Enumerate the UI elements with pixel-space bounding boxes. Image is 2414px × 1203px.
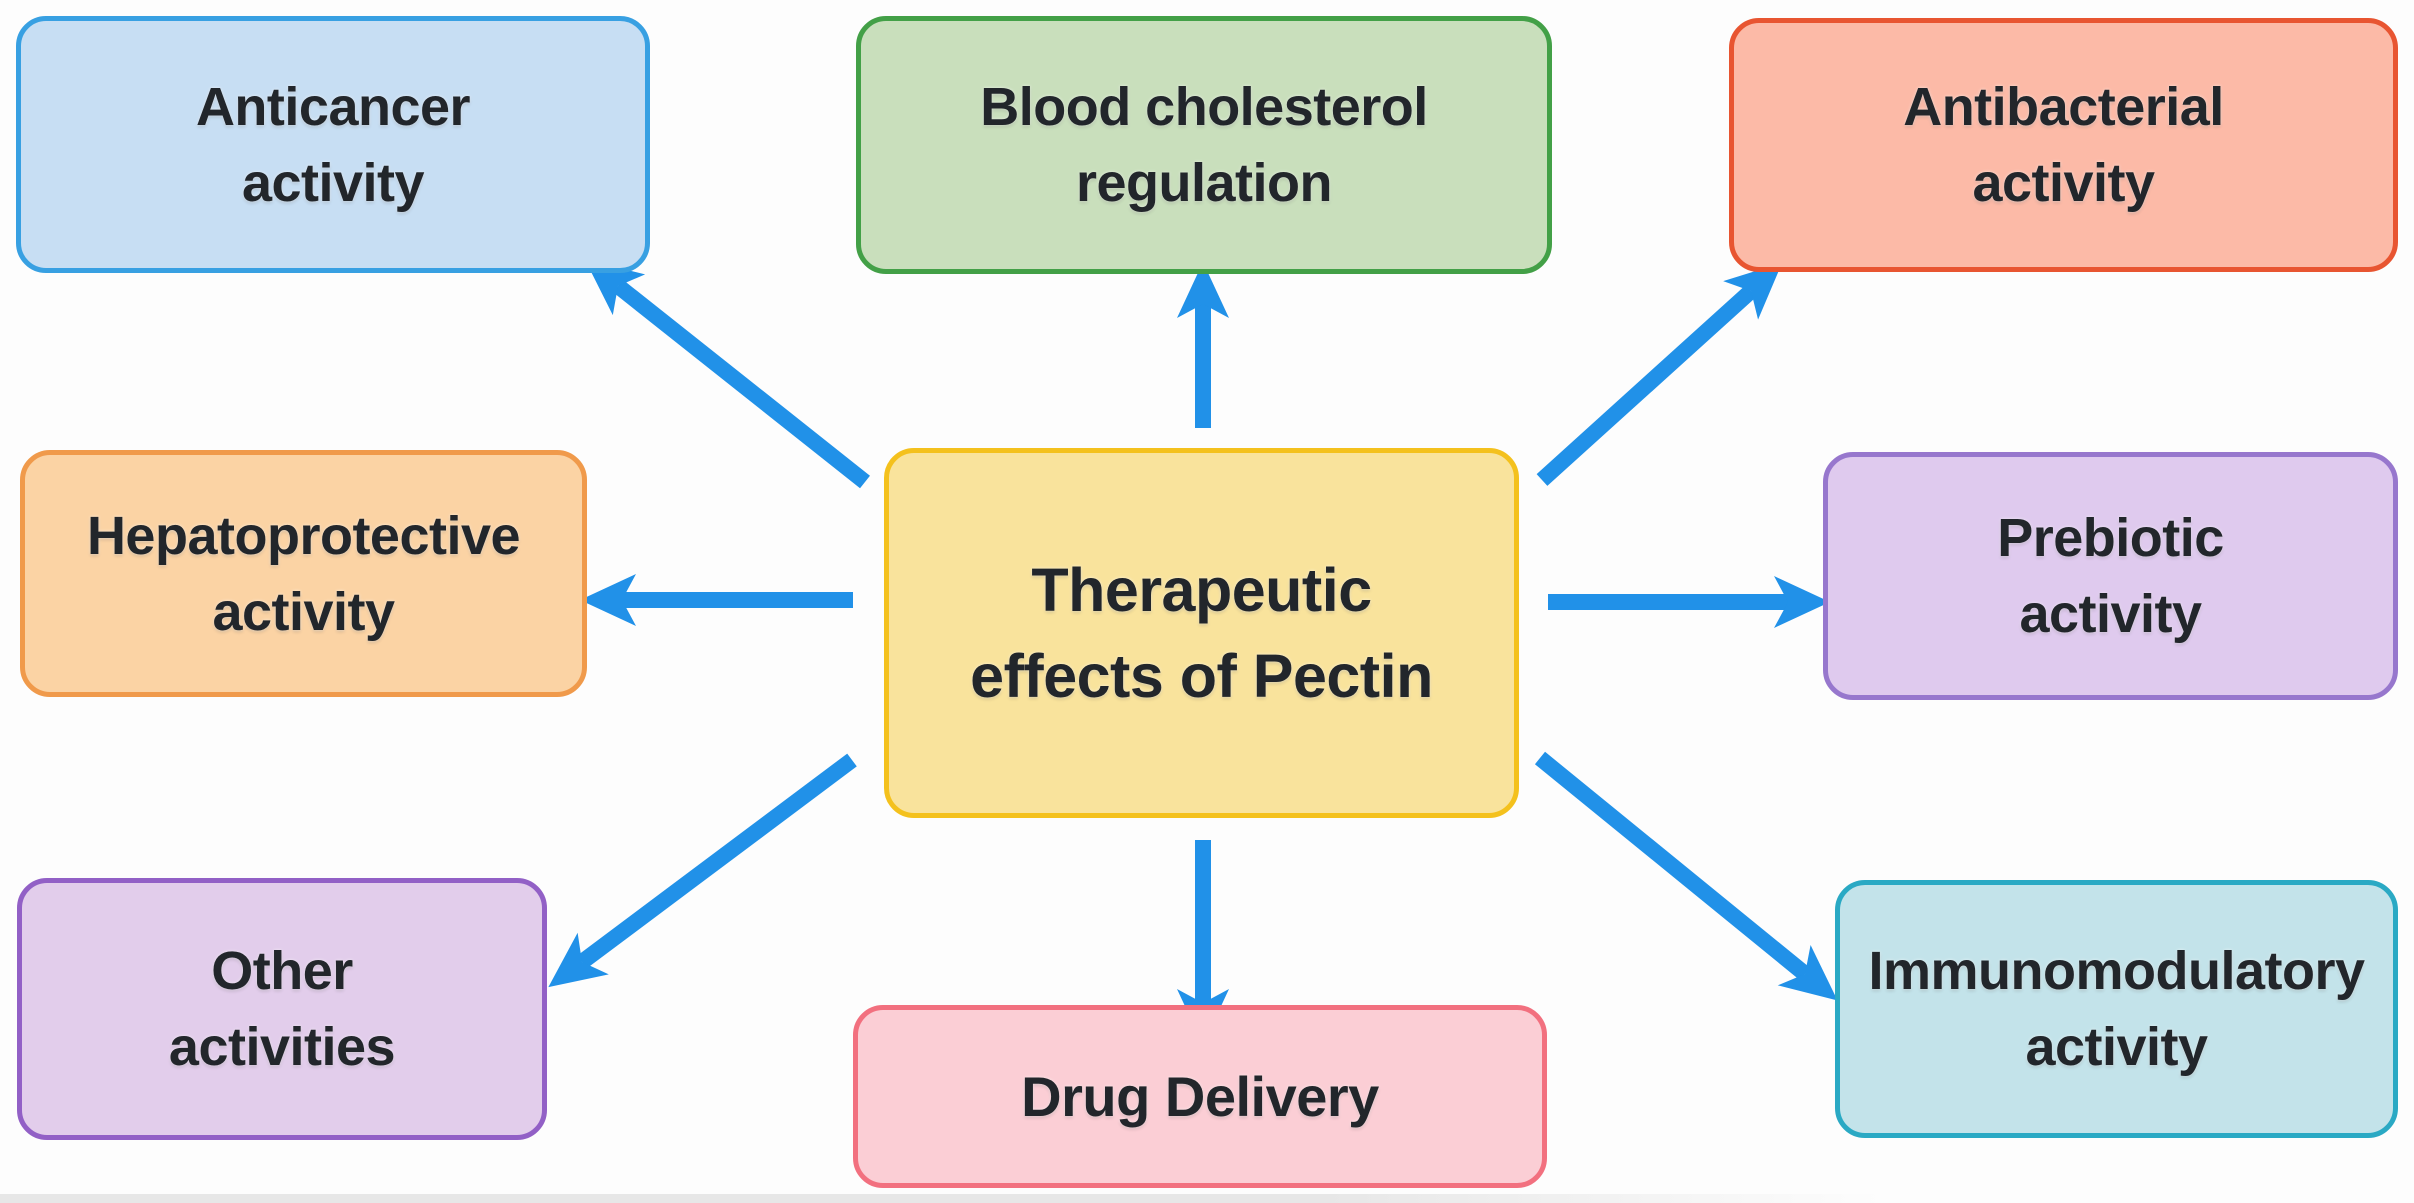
node-other-activities-label-line1: Other	[211, 941, 353, 1001]
arrow-center-to-anticancer	[585, 259, 870, 489]
node-hepatoprotective-label-line1: Hepatoprotective	[86, 505, 521, 566]
node-center-label-line1: Therapeutic	[1031, 556, 1372, 624]
node-hepatoprotective-label-line2: activity	[212, 581, 395, 642]
node-center-therapeutic-effects: Therapeutic effects of Pectin	[884, 448, 1519, 818]
node-prebiotic-label-line2: activity	[2019, 584, 2202, 644]
arrow-center-to-other	[548, 753, 857, 988]
node-other-activities: Other activities	[17, 878, 547, 1140]
arrow-center-to-immuno	[1534, 751, 1838, 1001]
node-anticancer-label-line2: activity	[241, 152, 425, 213]
node-drug-delivery-label: Drug Delivery	[1021, 1064, 1379, 1128]
node-antibacterial-label-line2: activity	[1972, 153, 2155, 213]
screenshot-bottom-edge-strip	[0, 1194, 2414, 1203]
node-other-activities-label-line2: activities	[168, 1017, 396, 1077]
node-immunomodulatory: Immunomodulatory activity	[1835, 880, 2398, 1138]
node-antibacterial-label-line1: Antibacterial	[1903, 77, 2224, 137]
node-blood-cholesterol-label-line2: regulation	[1075, 153, 1333, 213]
arrow-center-to-antibacterial	[1536, 262, 1783, 486]
node-blood-cholesterol: Blood cholesterol regulation	[856, 16, 1552, 274]
node-immunomodulatory-label-line2: activity	[2025, 1017, 2208, 1077]
node-center-label-line2: effects of Pectin	[970, 642, 1433, 710]
node-immunomodulatory-label-line1: Immunomodulatory	[1868, 941, 2365, 1001]
node-anticancer: Anticancer activity	[16, 16, 650, 273]
node-prebiotic-label-line1: Prebiotic	[1997, 508, 2224, 568]
node-anticancer-label-line1: Anticancer	[195, 76, 471, 137]
node-blood-cholesterol-label-line1: Blood cholesterol	[980, 77, 1428, 137]
node-hepatoprotective: Hepatoprotective activity	[20, 450, 587, 697]
node-drug-delivery: Drug Delivery	[853, 1005, 1547, 1188]
node-prebiotic: Prebiotic activity	[1823, 452, 2398, 700]
node-antibacterial: Antibacterial activity	[1729, 18, 2398, 272]
